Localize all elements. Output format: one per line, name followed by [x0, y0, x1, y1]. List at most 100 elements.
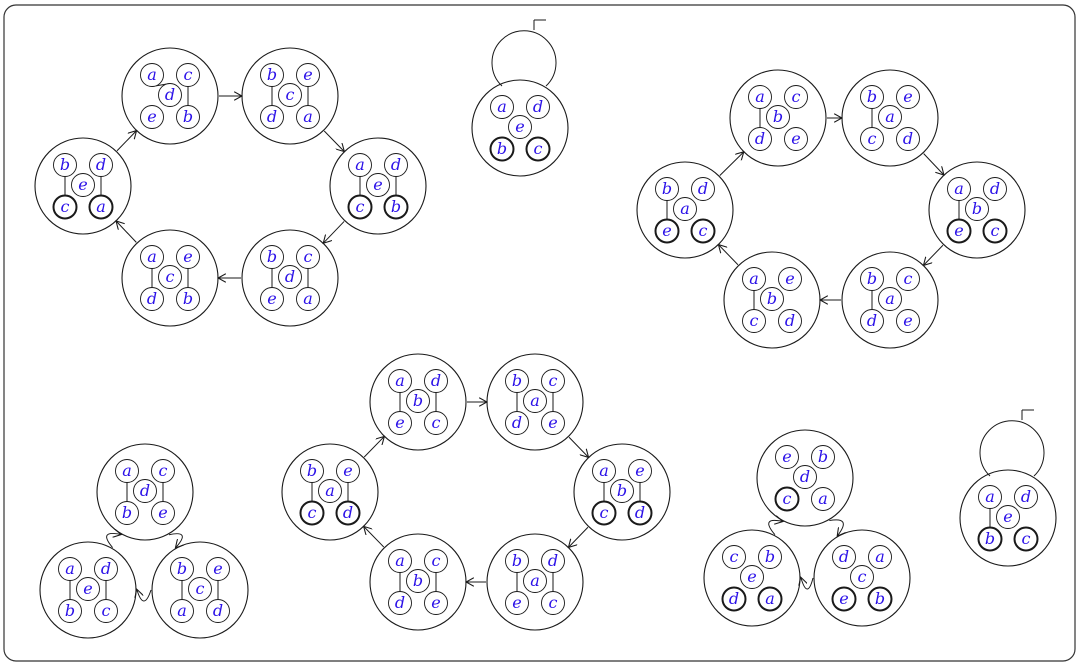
element-circle	[300, 459, 324, 483]
element-circle	[58, 599, 82, 623]
element-circle	[541, 591, 565, 615]
state-circle	[471, 79, 569, 177]
element-label: e	[267, 289, 276, 308]
element-label: d	[867, 311, 877, 330]
element-circle	[53, 153, 77, 177]
element-label: e	[662, 221, 671, 240]
transition-arrow	[324, 221, 345, 242]
transition-arrow	[363, 437, 383, 458]
element-label: a	[530, 571, 540, 590]
state-circle	[636, 161, 734, 259]
element-label: c	[432, 551, 441, 570]
element-circle	[383, 194, 409, 220]
element-circle	[140, 105, 164, 129]
element-circle	[133, 479, 157, 503]
element-circle	[811, 487, 835, 511]
element-circle	[748, 85, 772, 109]
element-circle	[176, 245, 200, 269]
state-circle	[813, 529, 911, 627]
element-label: c	[858, 567, 867, 586]
element-circle	[115, 501, 139, 525]
element-circle	[778, 267, 802, 291]
loop-arrowhead	[1021, 409, 1034, 420]
element-circle	[690, 218, 716, 244]
element-circle	[977, 526, 1003, 552]
element-label: c	[308, 503, 317, 522]
element-label: c	[868, 129, 877, 148]
element-circle	[206, 557, 230, 581]
element-label: c	[166, 267, 175, 286]
transition-arrow	[116, 131, 136, 152]
element-label: d	[903, 129, 913, 148]
element-circle	[784, 127, 808, 151]
element-label: e	[213, 559, 222, 578]
element-circle	[89, 153, 113, 177]
element-circle	[627, 500, 653, 526]
element-circle	[348, 153, 372, 177]
element-circle	[721, 586, 747, 612]
element-circle	[831, 586, 857, 612]
loop-arrowhead	[533, 19, 546, 30]
element-label: a	[147, 247, 157, 266]
element-circle	[424, 411, 448, 435]
element-circle	[740, 565, 764, 589]
element-label: d	[213, 601, 223, 620]
element-label: b	[773, 107, 783, 126]
element-label: b	[183, 107, 193, 126]
element-label: c	[549, 593, 558, 612]
element-circle	[336, 459, 360, 483]
element-circle	[260, 105, 284, 129]
element-circle	[860, 309, 884, 333]
element-label: e	[158, 503, 167, 522]
element-circle	[758, 545, 782, 569]
state-circle	[729, 69, 827, 167]
element-label: c	[750, 311, 759, 330]
element-label: c	[356, 197, 365, 216]
element-circle	[1013, 526, 1039, 552]
element-label: d	[140, 481, 150, 500]
element-label: a	[177, 601, 187, 620]
outer-frame	[3, 4, 1076, 662]
element-label: e	[83, 579, 92, 598]
element-circle	[384, 153, 408, 177]
element-label: c	[286, 85, 295, 104]
element-label: a	[530, 391, 540, 410]
element-label: d	[147, 289, 157, 308]
element-circle	[505, 591, 529, 615]
state-circle	[703, 529, 801, 627]
element-circle	[525, 136, 551, 162]
element-label: d	[990, 179, 1000, 198]
state-circle	[369, 353, 467, 451]
element-circle	[170, 599, 194, 623]
element-circle	[388, 369, 412, 393]
element-label: b	[765, 547, 775, 566]
element-circle	[260, 245, 284, 269]
transition-arrow	[168, 533, 182, 548]
element-circle	[505, 411, 529, 435]
element-circle	[71, 173, 95, 197]
element-circle	[58, 557, 82, 581]
element-label: c	[991, 221, 1000, 240]
element-label: c	[196, 579, 205, 598]
element-label: e	[839, 589, 848, 608]
element-circle	[94, 599, 118, 623]
element-circle	[489, 136, 515, 162]
state-circle	[329, 137, 427, 235]
element-label: a	[599, 461, 609, 480]
element-label: a	[355, 155, 365, 174]
element-label: a	[875, 547, 885, 566]
element-label: a	[147, 65, 157, 84]
element-circle	[278, 83, 302, 107]
